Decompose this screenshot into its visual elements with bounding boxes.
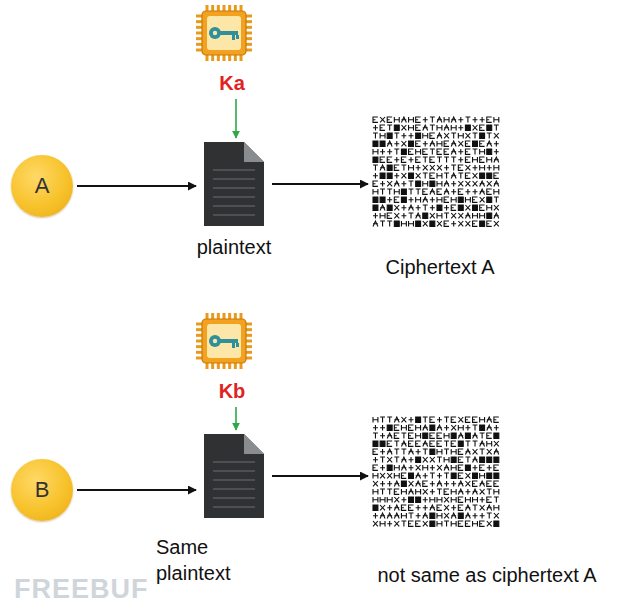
key-chip-icon	[196, 310, 268, 372]
watermark: FREEBUF	[14, 574, 149, 605]
ciphertext-label: Ciphertext A	[386, 254, 495, 280]
ciphertext-block: Ciphertext A	[372, 116, 500, 228]
document-icon-shape	[200, 432, 268, 520]
key-chip: Ka	[196, 2, 268, 96]
party-letter: B	[35, 476, 50, 505]
key-label: Kb	[196, 378, 268, 404]
key-chip: Kb	[196, 310, 268, 404]
flow-arrow	[77, 185, 196, 187]
document-label: Same plaintext	[156, 534, 266, 586]
document-icon: Same plaintext	[200, 432, 268, 520]
ciphertext-block: not same as ciphertext A	[372, 416, 500, 528]
flow-arrow	[272, 475, 368, 477]
key-chip-icon	[196, 2, 268, 64]
party-letter: A	[35, 172, 50, 201]
document-icon-shape	[200, 140, 268, 228]
party-circle: A	[11, 155, 73, 217]
document-icon: plaintext	[200, 140, 268, 228]
ciphertext-glyphs	[372, 416, 500, 528]
ciphertext-glyphs	[372, 116, 500, 228]
key-arrow	[235, 99, 237, 138]
document-label: plaintext	[197, 234, 272, 260]
party-circle: B	[11, 459, 73, 521]
key-label: Ka	[196, 70, 268, 96]
flow-arrow	[77, 489, 196, 491]
flow-arrow	[272, 183, 368, 185]
ciphertext-label: not same as ciphertext A	[377, 562, 596, 588]
key-arrow	[235, 407, 237, 430]
